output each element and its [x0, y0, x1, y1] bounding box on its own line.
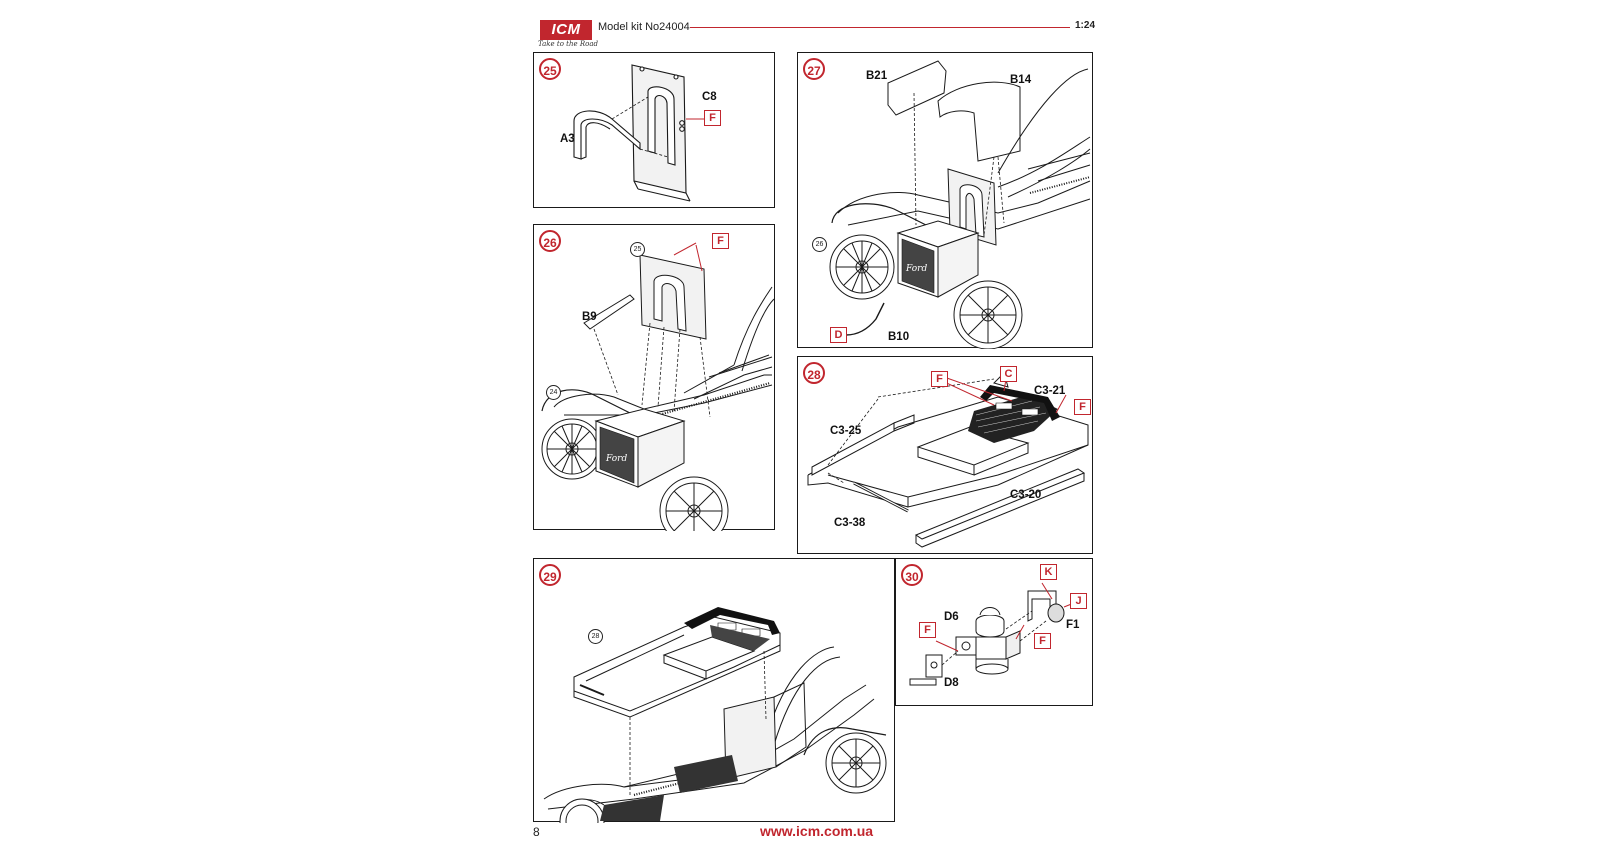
part-label-c3-38: C3-38: [834, 517, 866, 529]
part-label-d6: D6: [944, 611, 959, 623]
step-29-panel: 29 28: [533, 558, 896, 823]
step-28-drawing: [798, 357, 1094, 555]
color-tag-j: J: [1070, 593, 1087, 609]
step-26-drawing: Ford: [534, 225, 776, 531]
color-tag-f: F: [931, 371, 948, 387]
step-27-drawing: Ford: [798, 53, 1094, 349]
color-tag-f: F: [1034, 633, 1051, 649]
part-label-b14: B14: [1010, 74, 1032, 86]
step-28-number: 28: [803, 362, 825, 384]
step-25-drawing: [534, 53, 776, 209]
part-label-d8: D8: [944, 677, 959, 689]
icm-logo: ICM: [540, 20, 592, 40]
header-rule: [690, 27, 1070, 28]
step-29-number: 29: [539, 564, 561, 586]
page-number: 8: [533, 825, 540, 839]
step-25-panel: 25 C8 A3 F: [533, 52, 775, 208]
color-tag-f: F: [1074, 399, 1091, 415]
website-url: www.icm.com.ua: [760, 823, 874, 839]
reference-step-26: 26: [812, 237, 827, 252]
step-25-number: 25: [539, 58, 561, 80]
step-26-panel: Ford 26 25 F B9 24: [533, 224, 776, 531]
part-label-c3-20: C3-20: [1010, 489, 1042, 501]
color-tag-d: D: [830, 327, 847, 343]
part-label-c3-21: C3-21: [1034, 385, 1066, 397]
reference-step-25: 25: [630, 242, 645, 257]
step-27-panel: Ford 27 B21 B14 26 D B10: [797, 52, 1093, 348]
part-label-b21: B21: [866, 70, 888, 82]
color-tag-k: K: [1040, 564, 1057, 580]
kit-number: Model kit No24004: [598, 21, 690, 33]
color-tag-f: F: [704, 110, 721, 126]
part-label-b10: B10: [888, 331, 910, 343]
reference-step-28: 28: [588, 629, 603, 644]
part-label-c8: C8: [702, 91, 717, 103]
reference-step-24: 24: [546, 385, 561, 400]
step-30-drawing: [896, 559, 1094, 707]
part-label-a3: A3: [560, 133, 575, 145]
svg-text:Ford: Ford: [605, 454, 627, 464]
part-label-c3-25: C3-25: [830, 425, 862, 437]
step-26-number: 26: [539, 230, 561, 252]
color-tag-f: F: [712, 233, 729, 249]
part-label-b9: B9: [582, 311, 597, 323]
logo-tagline: Take to the Road: [538, 40, 598, 48]
step-28-panel: 28 F C C3-21 F C3-25 C3-20 C3-38: [797, 356, 1093, 554]
part-label-f1: F1: [1066, 619, 1080, 631]
svg-text:Ford: Ford: [905, 264, 927, 274]
color-tag-f: F: [919, 622, 936, 638]
step-29-drawing: [534, 607, 896, 823]
color-tag-c: C: [1000, 366, 1017, 382]
step-30-panel: 30 K J D6 F1 F F D8: [895, 558, 1093, 706]
step-30-number: 30: [901, 564, 923, 586]
scale-label: 1:24: [1075, 20, 1096, 31]
step-27-number: 27: [803, 58, 825, 80]
